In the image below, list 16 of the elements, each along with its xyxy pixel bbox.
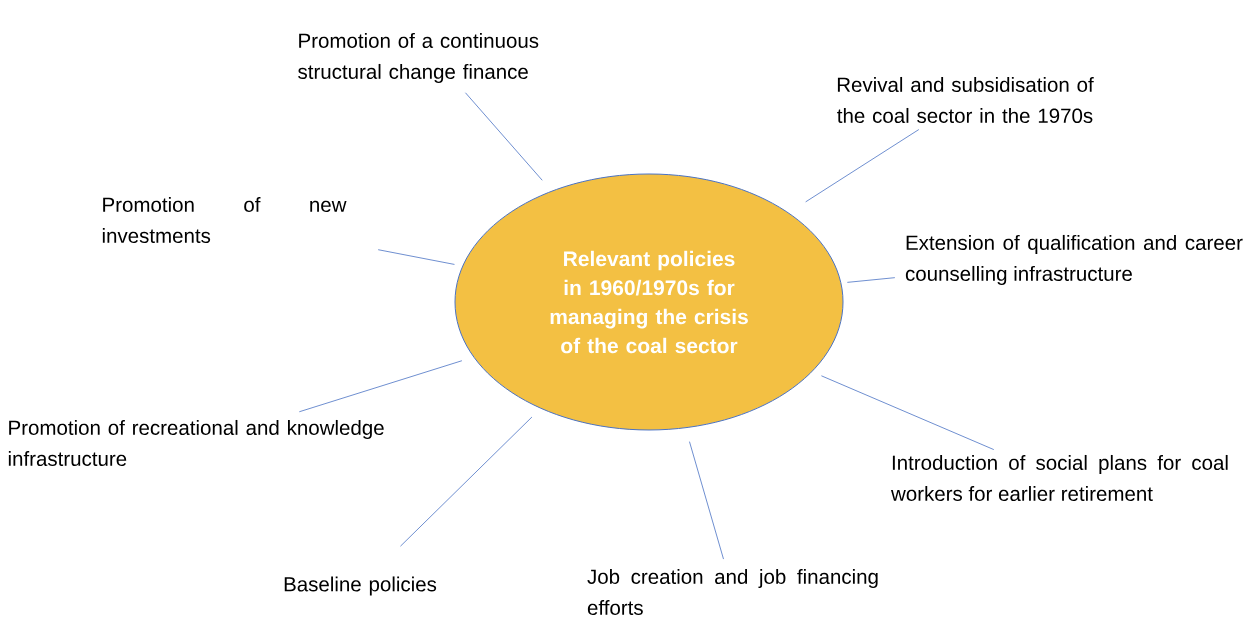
policy-text: Revival and subsidisation of the coal sector in the 1970s — [837, 76, 1094, 123]
connector-line — [821, 375, 995, 450]
policy-text: Baseline policies — [284, 576, 437, 596]
connector-line — [400, 416, 533, 547]
policy-text: Extension of qualification and career counselling infrastructure — [905, 234, 1243, 286]
policy-text: Promotion of new investments — [102, 196, 347, 243]
connector-line — [805, 129, 920, 203]
policy-text: Job creation and job financing efforts — [587, 568, 878, 615]
policy-text: Promotion of recreational and knowledge infrastructure — [8, 419, 384, 466]
connector-line — [846, 277, 896, 283]
policy-text: Promotion of a continuous structural change finance — [298, 32, 539, 84]
connector-line — [377, 249, 455, 265]
connector-line — [298, 360, 463, 413]
connector-line — [465, 92, 543, 181]
connector-line — [689, 441, 724, 560]
policy-text: Introduction of social plans for coal workers for earlier retirement — [891, 454, 1228, 501]
